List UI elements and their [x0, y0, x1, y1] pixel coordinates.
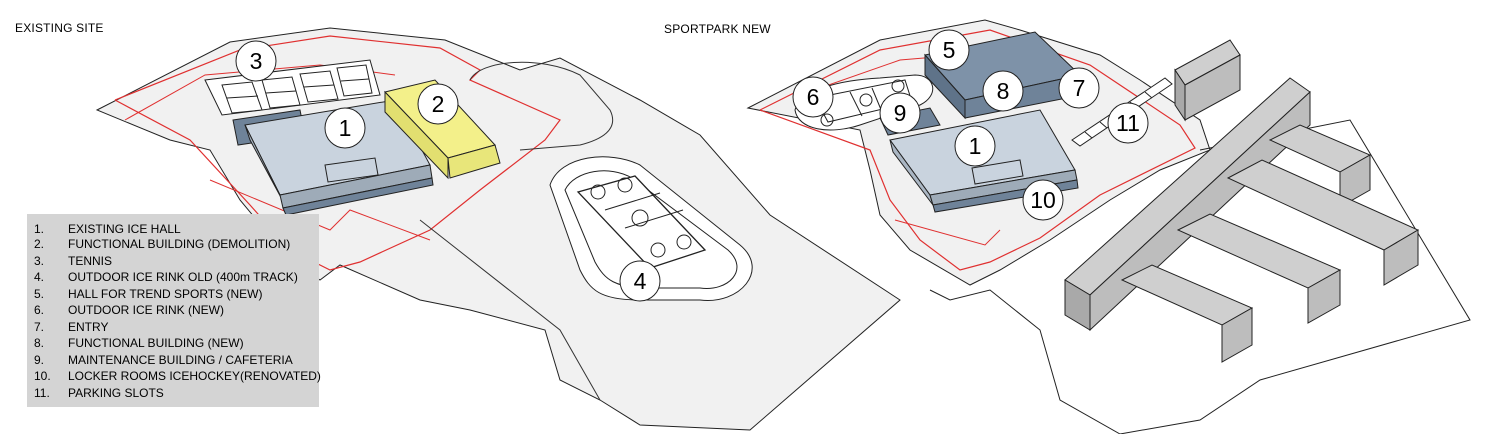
new-red-boundary	[759, 29, 1196, 271]
legend-number: 7.	[34, 320, 45, 334]
legend-label: TENNIS	[68, 254, 113, 268]
svg-text:1: 1	[339, 115, 352, 141]
legend-number: 6.	[34, 303, 45, 317]
title-existing-site: EXISTING SITE	[15, 21, 104, 35]
legend-label: FUNCTIONAL BUILDING (NEW)	[68, 336, 244, 350]
existing-site-plan: 3 1 2 4	[95, 27, 901, 431]
new-red-line-3	[894, 219, 1001, 246]
sportpark-new-plan: 5 6 9 8 7 11 1	[746, 19, 1471, 434]
marker-1-existing: 1	[324, 107, 366, 149]
marker-6: 6	[792, 76, 834, 118]
svg-text:6: 6	[807, 84, 820, 110]
marker-1-new: 1	[954, 125, 996, 167]
tennis-courts	[204, 59, 381, 116]
existing-red-line-3	[209, 179, 431, 241]
svg-text:7: 7	[1073, 75, 1086, 101]
marker-3: 3	[235, 40, 277, 82]
legend-label: LOCKER ROOMS ICEHOCKEY(RENOVATED)	[68, 369, 321, 383]
svg-text:8: 8	[997, 78, 1010, 104]
legend: 1. EXISTING ICE HALL 2. FUNCTIONAL BUILD…	[27, 214, 321, 407]
legend-label: FUNCTIONAL BUILDING (DEMOLITION)	[68, 237, 291, 251]
svg-text:2: 2	[432, 91, 445, 117]
svg-text:11: 11	[1116, 110, 1140, 136]
legend-label: HALL FOR TREND SPORTS (NEW)	[68, 287, 263, 301]
legend-number: 2.	[34, 237, 45, 251]
legend-number: 9.	[34, 353, 45, 367]
legend-label: MAINTENANCE BUILDING / CAFETERIA	[68, 353, 293, 367]
neighbour-buildings	[1064, 39, 1420, 363]
legend-number: 3.	[34, 254, 45, 268]
svg-text:3: 3	[250, 48, 263, 74]
legend-number: 11.	[34, 386, 50, 400]
svg-text:1: 1	[969, 133, 982, 159]
marker-10: 10	[1022, 179, 1064, 221]
marker-4: 4	[619, 260, 661, 302]
legend-label: OUTDOOR ICE RINK (NEW)	[68, 303, 224, 317]
legend-label: EXISTING ICE HALL	[68, 222, 181, 236]
marker-5: 5	[928, 29, 970, 71]
legend-number: 4.	[34, 270, 45, 284]
svg-text:4: 4	[634, 268, 647, 294]
legend-number: 10.	[34, 369, 51, 383]
outdoor-rink-old	[549, 156, 753, 301]
existing-road	[419, 219, 601, 401]
legend-number: 5.	[34, 287, 45, 301]
legend-label: OUTDOOR ICE RINK OLD (400m TRACK)	[68, 270, 298, 284]
marker-9: 9	[879, 92, 921, 134]
marker-8: 8	[982, 70, 1024, 112]
title-sportpark-new: SPORTPARK NEW	[664, 22, 771, 36]
existing-path	[469, 61, 614, 151]
marker-2: 2	[417, 83, 459, 125]
existing-ice-hall	[232, 99, 434, 216]
svg-text:5: 5	[943, 37, 956, 63]
marker-7: 7	[1058, 67, 1100, 109]
new-site-outline	[929, 119, 1471, 434]
marker-11: 11	[1107, 102, 1149, 144]
svg-text:9: 9	[894, 100, 907, 126]
svg-text:10: 10	[1030, 187, 1056, 213]
legend-label: ENTRY	[68, 320, 109, 334]
legend-label: PARKING SLOTS	[68, 386, 164, 400]
legend-number: 1.	[34, 222, 45, 236]
legend-number: 8.	[34, 336, 45, 350]
